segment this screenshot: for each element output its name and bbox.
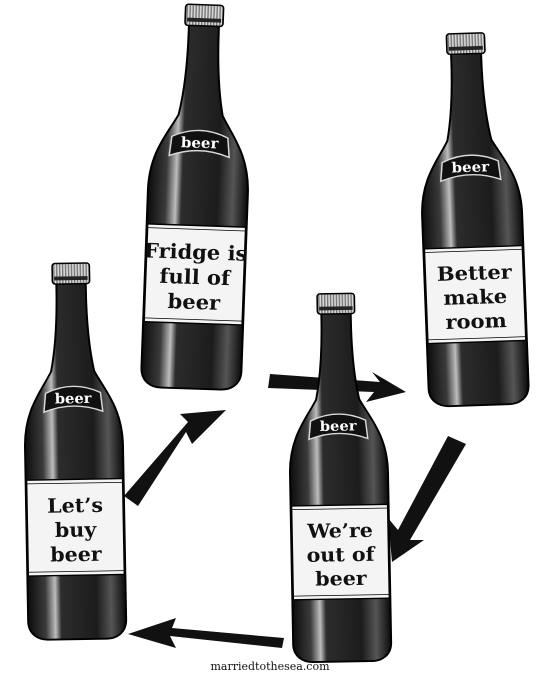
bottle-label-line: full of (159, 264, 232, 290)
bottle-label-line: We’re (306, 518, 373, 542)
bottle-fridge-full: beer Fridge is full of beer (139, 2, 256, 392)
bottle-crown-label: beer (55, 390, 92, 407)
bottle-label-line: Let’s (47, 493, 103, 517)
bottle-buy-beer: beer Let’s buy beer (20, 261, 128, 641)
bottle-label-line: Better (436, 260, 512, 286)
bottle-crown-label: beer (320, 419, 358, 435)
arrow-up-right-icon (124, 410, 226, 506)
bottle-crown-label: beer (181, 134, 219, 152)
bottle-label-line: room (445, 309, 507, 334)
bottle-label-line: beer (50, 542, 102, 566)
arrow-left-icon (128, 618, 284, 648)
bottle-label-line: make (443, 285, 508, 310)
bottle-label-line: out of (306, 542, 376, 566)
bottle-out-of-beer: beer We’re out of beer (285, 291, 393, 664)
bottle-label-line: buy (55, 518, 98, 542)
bottle-label-line: beer (315, 566, 367, 590)
bottle-label-line: Fridge is (144, 239, 248, 266)
bottle-make-room: beer Better make room (414, 30, 531, 408)
bottle-crown-label: beer (451, 159, 489, 177)
site-credit: marriedtothesea.com (210, 660, 330, 673)
bottle-label-line: beer (167, 289, 221, 314)
arrow-down-left-icon (388, 436, 466, 562)
